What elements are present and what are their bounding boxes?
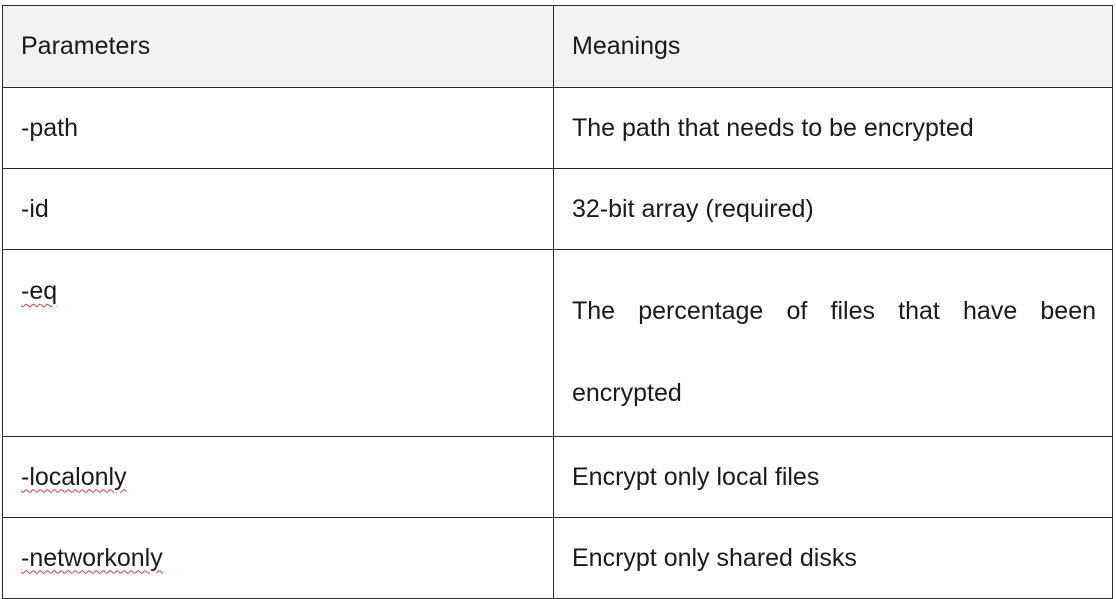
parameter-cell: -id — [2, 168, 554, 250]
parameter-name: -path — [21, 113, 78, 142]
table-header-row: Parameters Meanings — [2, 5, 1113, 88]
parameter-name: -id — [21, 194, 49, 223]
meaning-cell: 32-bit array (required) — [553, 168, 1113, 250]
parameter-name: -eq — [21, 277, 58, 305]
table-row: -path The path that needs to be encrypte… — [2, 87, 1113, 169]
table-row: -networkonly Encrypt only shared disks — [2, 517, 1113, 599]
header-meanings: Meanings — [553, 5, 1113, 88]
parameter-cell: -networkonly — [2, 517, 554, 599]
parameter-name: -networkonly — [21, 543, 163, 572]
parameters-table: Parameters Meanings -path The path that … — [2, 5, 1113, 599]
table-row: -localonly Encrypt only local files — [2, 436, 1113, 518]
parameter-cell: -eq — [2, 249, 554, 437]
parameter-cell: -path — [2, 87, 554, 169]
meaning-cell: Encrypt only shared disks — [553, 517, 1113, 599]
header-parameters: Parameters — [2, 5, 554, 88]
table-row: -eq The percentage of files that have be… — [2, 249, 1113, 437]
meaning-cell: The path that needs to be encrypted — [553, 87, 1113, 169]
table-row: -id 32-bit array (required) — [2, 168, 1113, 250]
meaning-cell: The percentage of files that have been e… — [553, 249, 1113, 437]
parameter-name: -localonly — [21, 462, 127, 491]
parameter-cell: -localonly — [2, 436, 554, 518]
meaning-cell: Encrypt only local files — [553, 436, 1113, 518]
